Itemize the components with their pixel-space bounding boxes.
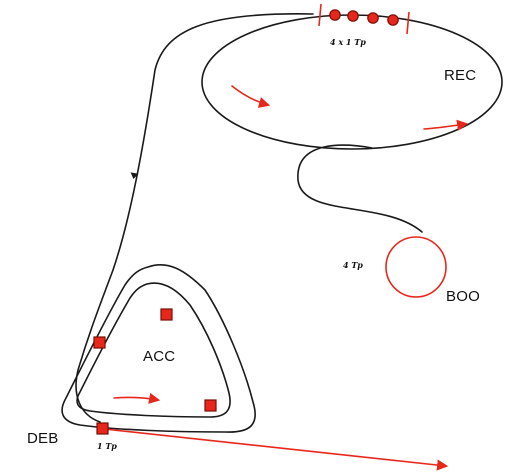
acc-label: ACC bbox=[143, 348, 175, 365]
deb-bunch bbox=[96, 422, 109, 435]
acc-bunch-left bbox=[93, 336, 106, 349]
transfer-line-deb-to-rec bbox=[75, 13, 314, 423]
transfer-line-arrow bbox=[130, 172, 139, 179]
rec-label: REC bbox=[444, 67, 476, 84]
boo-label: BOO bbox=[446, 288, 480, 305]
boo-beam-note: 4 Tp bbox=[343, 260, 363, 270]
deb-extraction-arrow bbox=[103, 428, 449, 471]
rec-bunch-2 bbox=[347, 10, 359, 22]
acc-outer-ring bbox=[61, 263, 256, 433]
transfer-line-rec-to-boo bbox=[297, 144, 423, 233]
acc-bunch-top bbox=[160, 308, 173, 321]
boo-ring bbox=[385, 236, 447, 298]
rec-bunch-4 bbox=[387, 14, 399, 26]
rec-flow-arrow-left bbox=[231, 85, 271, 108]
deb-label: DEB bbox=[27, 430, 58, 447]
rec-kicker-right bbox=[406, 11, 410, 35]
acc-inner-ring bbox=[76, 282, 231, 418]
acc-bunch-right bbox=[204, 399, 217, 412]
rec-kicker-left bbox=[318, 3, 322, 27]
deb-beam-note: 1 Tp bbox=[97, 441, 117, 451]
rec-bunches-note: 4 x 1 Tp bbox=[330, 37, 366, 47]
rec-flow-arrow-right bbox=[423, 119, 469, 131]
acc-flow-arrow bbox=[113, 392, 161, 404]
rec-bunch-3 bbox=[367, 12, 379, 24]
rec-bunch-1 bbox=[329, 9, 341, 21]
